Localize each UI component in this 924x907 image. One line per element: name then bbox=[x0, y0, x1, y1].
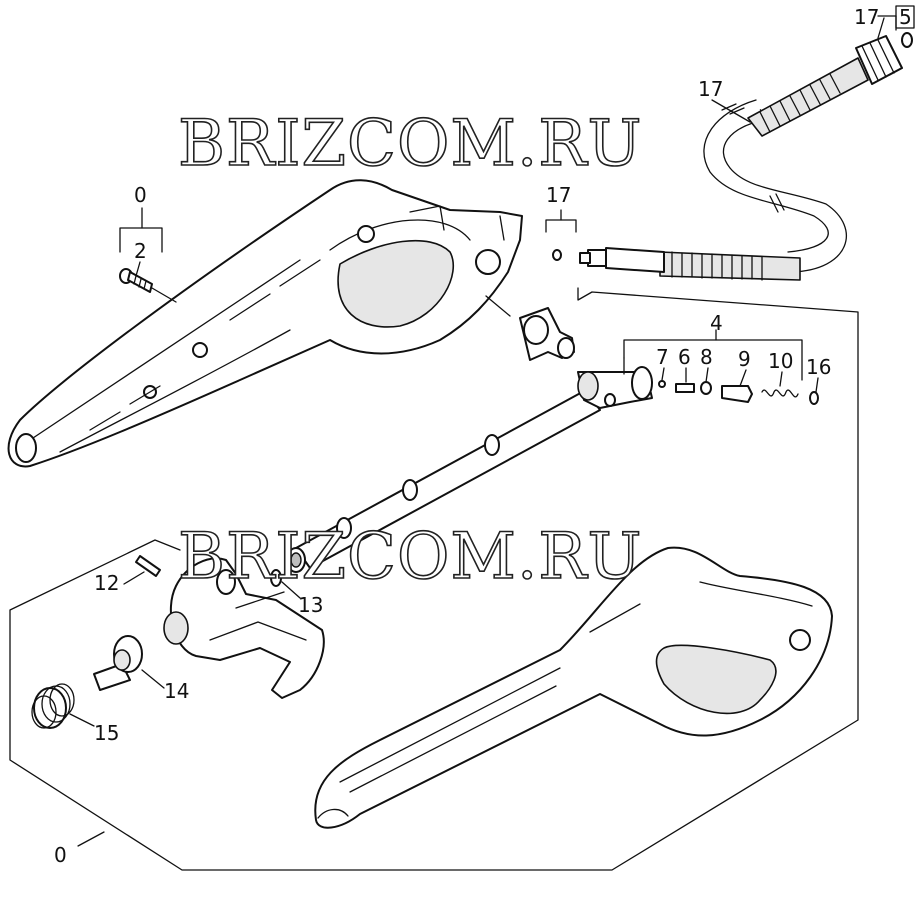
callout-17-ring: 17 bbox=[546, 183, 571, 207]
high-pressure-hose bbox=[579, 32, 913, 281]
piston bbox=[93, 635, 143, 691]
coupling bbox=[485, 295, 575, 361]
callout-5: 5 bbox=[899, 5, 912, 29]
callout-17-5: 17 bbox=[854, 5, 879, 29]
trigger bbox=[135, 555, 325, 699]
callout-15: 15 bbox=[94, 721, 119, 745]
kit-outline bbox=[9, 287, 859, 871]
callout-2: 2 bbox=[134, 239, 147, 263]
callout-0-top: 0 bbox=[134, 183, 147, 207]
callout-5-box bbox=[895, 5, 915, 29]
callout-14: 14 bbox=[164, 679, 189, 703]
watermark-middle: BRIZCOM.RU bbox=[178, 520, 642, 594]
callout-16: 16 bbox=[806, 355, 831, 379]
callout-0-bottom: 0 bbox=[54, 843, 67, 867]
o-ring-17 bbox=[552, 249, 562, 261]
watermark-top: BRIZCOM.RU bbox=[178, 107, 642, 181]
callout-13: 13 bbox=[298, 593, 323, 617]
valve-tube bbox=[286, 366, 653, 573]
spring bbox=[31, 683, 75, 729]
callout-6: 6 bbox=[678, 345, 691, 369]
callout-7: 7 bbox=[656, 345, 669, 369]
callout-17-hose: 17 bbox=[698, 77, 723, 101]
handle-shell-left bbox=[7, 179, 523, 468]
callout-4: 4 bbox=[710, 311, 723, 335]
callout-8: 8 bbox=[700, 345, 713, 369]
callout-12: 12 bbox=[94, 571, 119, 595]
callout-10: 10 bbox=[768, 349, 793, 373]
handle-shell-right bbox=[314, 546, 833, 829]
callout-labels: 17 5 17 17 0 2 4 7 6 8 9 10 16 12 13 14 … bbox=[54, 5, 915, 867]
valve-parts bbox=[658, 380, 819, 405]
callout-9: 9 bbox=[738, 347, 751, 371]
screw bbox=[119, 268, 177, 303]
leader-lines bbox=[69, 15, 897, 847]
